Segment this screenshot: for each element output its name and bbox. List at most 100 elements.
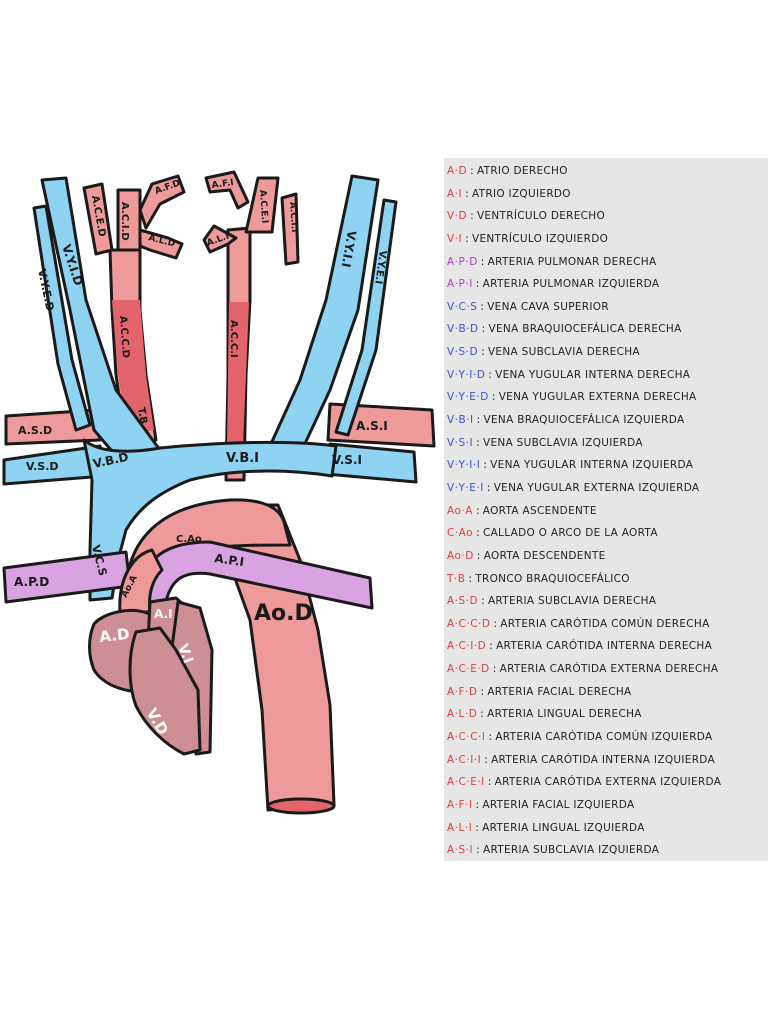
legend-abbr: A·F·I: [447, 798, 473, 811]
legend-text: ATRIO IZQUIERDO: [471, 187, 571, 200]
legend-abbr: A·P·D: [447, 255, 478, 268]
carotida-interna-derecha: [116, 188, 142, 252]
legend-text: ARTERIA SUBCLAVIA IZQUIERDA: [482, 844, 660, 857]
arteria-lingual-derecha: [138, 228, 184, 260]
legend-text: VENTRÍCULO IZQUIERDO: [471, 232, 609, 245]
venas-braquiocefalicas: [82, 438, 338, 602]
legend-separator: :: [488, 731, 493, 744]
label-vsd: V.S.D: [26, 460, 59, 473]
ventriculo-derecho: [128, 626, 202, 756]
legend-abbr: V·S·I: [447, 436, 474, 449]
legend-item: V·D:VENTRÍCULO DERECHO: [447, 205, 768, 228]
legend-separator: :: [475, 821, 480, 834]
legend-item: A·I:ATRIO IZQUIERDO: [447, 183, 768, 206]
legend-separator: :: [480, 300, 485, 313]
vena-yugular-externa-derecha: [32, 204, 92, 432]
legend-text: VENA YUGULAR EXTERNA DERECHA: [498, 391, 697, 404]
legend-text: VENTRÍCULO DERECHO: [476, 210, 606, 223]
arteria-lingual-izquierda: [202, 224, 238, 254]
legend-text: AORTA ASCENDENTE: [482, 504, 597, 517]
legend-text: ARTERIA PULMONAR IZQUIERDA: [482, 278, 660, 291]
vena-yugular-externa-izquierda: [334, 198, 398, 437]
legend-text: ARTERIA FACIAL DERECHA: [487, 685, 632, 698]
legend-text: CALLADO O ARCO DE LA AORTA: [482, 527, 658, 540]
legend-abbr: Ao·A: [447, 504, 473, 517]
legend-text: VENA YUGULAR INTERNA IZQUIERDA: [490, 459, 694, 472]
legend-separator: :: [465, 187, 469, 200]
label-ai: A.I: [154, 607, 173, 621]
label-afi: A.F.I: [211, 178, 234, 191]
carotida-externa-derecha: [82, 182, 114, 256]
label-acii: A.C.I.I: [287, 202, 299, 233]
legend-text: ARTERIA PULMONAR DERECHA: [487, 255, 657, 268]
legend-separator: :: [476, 527, 480, 540]
legend-abbr: A·S·I: [447, 844, 474, 857]
aorta-ascendente: [118, 548, 164, 614]
legend-separator: :: [483, 459, 488, 472]
arteria-facial-derecha: [138, 174, 186, 230]
label-vsi: V.S.I: [332, 453, 362, 467]
legend-abbr: A·I: [447, 187, 463, 200]
legend-item: V·C·S:VENA CAVA SUPERIOR: [447, 296, 768, 319]
legend-separator: :: [480, 685, 485, 698]
legend-separator: :: [481, 323, 486, 336]
legend-separator: :: [470, 165, 474, 177]
legend-separator: :: [481, 346, 485, 359]
legend-separator: :: [481, 595, 485, 608]
legend-item: V·B·I:VENA BRAQUIOCEFÁLICA IZQUIERDA: [447, 409, 768, 432]
label-vyii: V.Y.I.I: [339, 229, 359, 268]
legend-text: ARTERIA SUBCLAVIA DERECHA: [487, 595, 657, 608]
legend-abbr: V·Y·I·D: [447, 368, 486, 381]
legend-text: ATRIO DERECHO: [476, 165, 568, 177]
legend-item: Ao·D:AORTA DESCENDENTE: [447, 545, 768, 568]
legend-abbr: A·C·I·I: [447, 753, 482, 766]
legend-text: ARTERIA CARÓTIDA INTERNA DERECHA: [496, 640, 713, 653]
legend-text: ARTERIA CARÓTIDA COMÚN IZQUIERDA: [495, 731, 713, 744]
carotida-externa-izquierda: [244, 176, 280, 234]
legend-item: A·D:ATRIO DERECHO: [447, 160, 768, 183]
legend-item: A·C·C·I:ARTERIA CARÓTIDA COMÚN IZQUIERDA: [447, 726, 768, 749]
legend-abbr: Ao·D: [447, 549, 474, 562]
legend-abbr: V·B·D: [447, 323, 479, 336]
label-vyei: V.Y.E.I: [372, 250, 388, 285]
label-cao: C.Ao: [176, 534, 202, 545]
legend-item: V·Y·E·D:VENA YUGULAR EXTERNA DERECHA: [447, 386, 768, 409]
legend-separator: :: [480, 255, 485, 268]
legend-abbr: V·Y·E·D: [447, 391, 489, 404]
legend-separator: :: [468, 572, 473, 585]
legend-abbr: A·C·E·I: [447, 776, 485, 789]
legend-text: ARTERIA CARÓTIDA EXTERNA DERECHA: [499, 663, 719, 676]
legend-abbr: V·Y·E·I: [447, 481, 484, 494]
legend-separator: :: [487, 776, 492, 789]
legend-item: A·C·C·D:ARTERIA CARÓTIDA COMÚN DERECHA: [447, 613, 768, 636]
legend-separator: :: [475, 504, 480, 517]
legend-text: ARTERIA CARÓTIDA EXTERNA IZQUIERDA: [494, 776, 722, 789]
legend-text: TRONCO BRAQUIOCEFÁLICO: [475, 572, 630, 585]
legend-text: VENA BRAQUIOCEFÁLICA IZQUIERDA: [483, 414, 685, 427]
legend-separator: :: [493, 617, 498, 630]
label-ad: A.D: [99, 625, 131, 646]
legend-text: VENA CAVA SUPERIOR: [487, 300, 609, 313]
label-vbi: V.B.I: [226, 451, 259, 466]
legend-item: V·I:VENTRÍCULO IZQUIERDO: [447, 228, 768, 251]
legend-item: A·C·E·D:ARTERIA CARÓTIDA EXTERNA DERECHA: [447, 658, 768, 681]
carotida-comun-izquierda-dark: [227, 302, 249, 445]
legend-abbr: A·C·E·D: [447, 663, 490, 676]
label-acd: A.C.C.D: [117, 315, 131, 358]
legend-abbr: C·Ao: [447, 527, 474, 540]
legend-abbr: V·C·S: [447, 300, 478, 313]
legend-text: ARTERIA LINGUAL DERECHA: [487, 708, 642, 721]
legend-item: A·L·D:ARTERIA LINGUAL DERECHA: [447, 703, 768, 726]
legend-separator: :: [489, 640, 494, 653]
legend-abbr: A·S·D: [447, 595, 479, 608]
legend-text: VENA YUGULAR EXTERNA IZQUIERDA: [493, 481, 700, 494]
legend-item: V·B·D:VENA BRAQUIOCEFÁLICA DERECHA: [447, 318, 768, 341]
legend-abbr: T·B: [447, 572, 466, 585]
legend-item: T·B:TRONCO BRAQUIOCEFÁLICO: [447, 568, 768, 591]
legend-separator: :: [488, 368, 493, 381]
legend-abbr: A·C·C·D: [447, 617, 491, 630]
legend-item: A·P·D:ARTERIA PULMONAR DERECHA: [447, 251, 768, 274]
legend-item: A·F·D:ARTERIA FACIAL DERECHA: [447, 681, 768, 704]
legend-text: VENA YUGULAR INTERNA DERECHA: [495, 368, 691, 381]
legend-item: A·F·I:ARTERIA FACIAL IZQUIERDA: [447, 794, 768, 817]
